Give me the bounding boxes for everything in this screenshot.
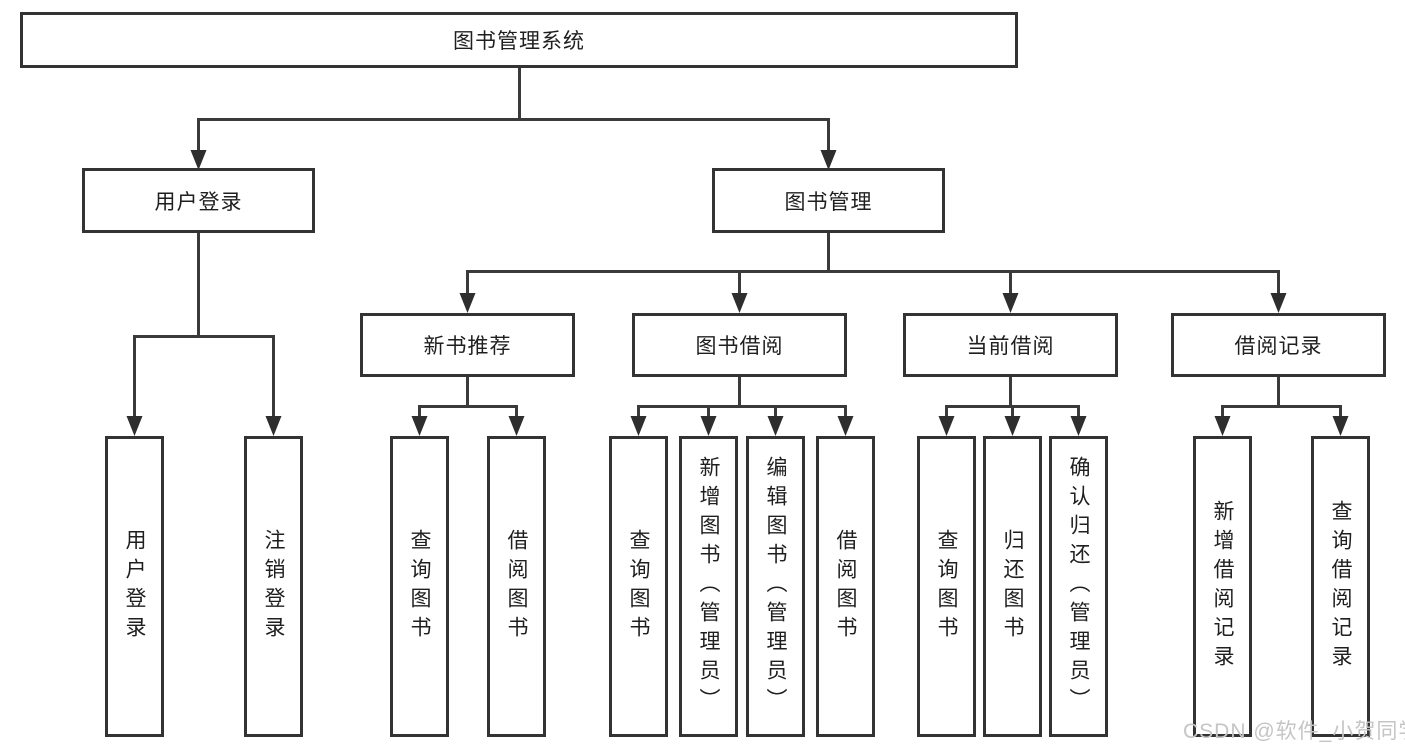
leaf-query-borrow-record: 查询借阅记录: [1311, 436, 1370, 737]
connector-lines: [133, 68, 1342, 424]
leaf-add-books-admin-label: 新增图书︵管理员︶: [697, 456, 720, 717]
leaf-confirm-return-admin-label: 确认归还︵管理员︶: [1067, 456, 1090, 717]
node-book-borrowing-label: 图书借阅: [695, 335, 784, 358]
node-book-borrowing: 图书借阅: [632, 313, 847, 377]
node-book-management: 图书管理: [712, 168, 945, 233]
arrowheads-down: [126, 150, 1349, 436]
leaf-edit-books-admin: 编辑图书︵管理员︶: [746, 436, 805, 737]
leaf-recommend-borrow-books-label: 借阅图书: [505, 528, 528, 645]
leaf-borrow-query-books: 查询图书: [609, 436, 668, 737]
node-root-label: 图书管理系统: [453, 30, 585, 53]
leaf-borrow-books-label: 借阅图书: [834, 528, 857, 645]
node-borrowing-records: 借阅记录: [1171, 313, 1386, 377]
leaf-add-borrow-record: 新增借阅记录: [1193, 436, 1252, 737]
node-new-book-recommendation-label: 新书推荐: [423, 335, 512, 358]
node-user-login-branch-label: 用户登录: [154, 190, 243, 214]
leaf-logout-label: 注销登录: [262, 528, 285, 645]
node-borrowing-records-label: 借阅记录: [1234, 335, 1323, 358]
leaf-add-books-admin: 新增图书︵管理员︶: [679, 436, 738, 737]
leaf-logout: 注销登录: [244, 436, 303, 737]
leaf-add-borrow-record-label: 新增借阅记录: [1211, 499, 1234, 674]
node-new-book-recommendation: 新书推荐: [360, 313, 575, 377]
node-book-management-label: 图书管理: [784, 190, 873, 214]
leaf-recommend-query-books-label: 查询图书: [408, 528, 431, 645]
leaf-borrow-books: 借阅图书: [816, 436, 875, 737]
leaf-user-login-label: 用户登录: [123, 528, 146, 645]
node-user-login-branch: 用户登录: [82, 168, 315, 233]
leaf-current-query-books: 查询图书: [917, 436, 976, 737]
leaf-user-login: 用户登录: [105, 436, 164, 737]
csdn-watermark: CSDN @软件_小贺同学: [1183, 720, 1405, 743]
leaf-edit-books-admin-label: 编辑图书︵管理员︶: [764, 456, 787, 717]
leaf-recommend-query-books: 查询图书: [390, 436, 449, 737]
node-current-borrowing: 当前借阅: [903, 313, 1118, 377]
leaf-borrow-query-books-label: 查询图书: [627, 528, 650, 645]
leaf-query-borrow-record-label: 查询借阅记录: [1329, 499, 1352, 674]
leaf-return-books: 归还图书: [983, 436, 1042, 737]
leaf-return-books-label: 归还图书: [1001, 528, 1024, 645]
node-current-borrowing-label: 当前借阅: [966, 335, 1055, 358]
node-root: 图书管理系统: [20, 12, 1018, 68]
leaf-confirm-return-admin: 确认归还︵管理员︶: [1049, 436, 1108, 737]
leaf-current-query-books-label: 查询图书: [935, 528, 958, 645]
leaf-recommend-borrow-books: 借阅图书: [487, 436, 546, 737]
